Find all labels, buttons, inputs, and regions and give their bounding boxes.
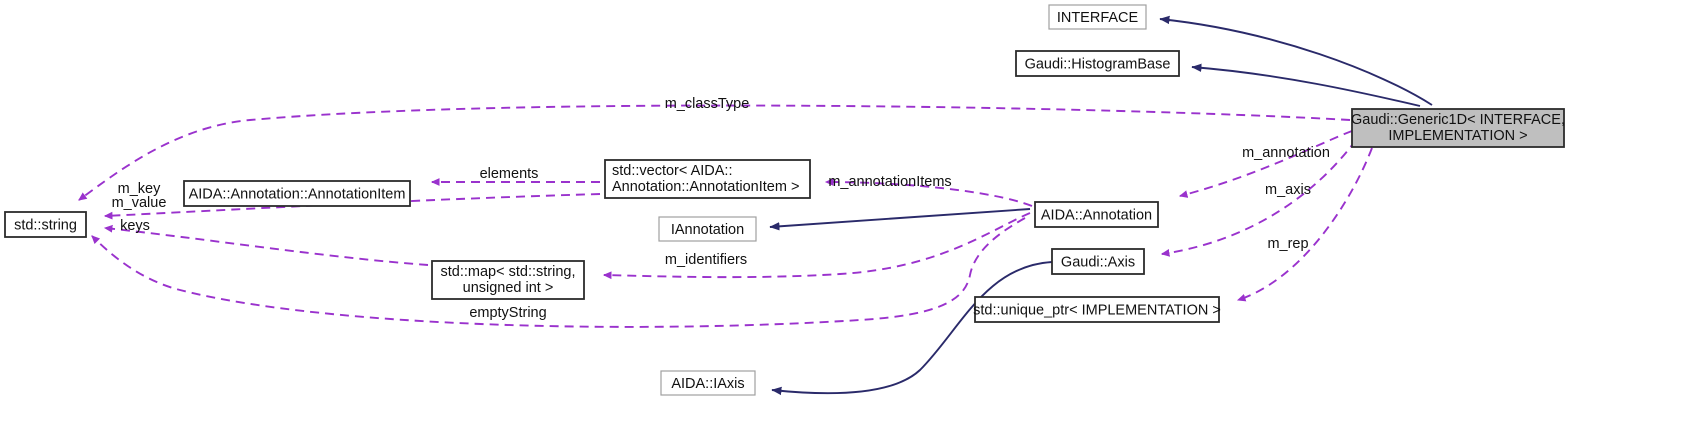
edge-label-m-identifiers: m_identifiers — [665, 252, 747, 268]
edge-m-classtype — [78, 104, 1351, 201]
node-std-vector-label-line2: Annotation::AnnotationItem > — [612, 179, 799, 195]
node-aida-iaxis-label: AIDA::IAxis — [671, 376, 744, 392]
usage-edges — [78, 104, 1373, 328]
node-aida-iaxis[interactable]: AIDA::IAxis — [660, 370, 756, 396]
node-interface-label: INTERFACE — [1057, 10, 1139, 26]
node-std-unique-ptr-implementation[interactable]: std::unique_ptr< IMPLEMENTATION > — [973, 296, 1221, 323]
node-gaudi-axis-label: Gaudi::Axis — [1061, 254, 1135, 270]
edge-label-m-classtype: m_classType — [665, 96, 750, 112]
edge-label-m-rep: m_rep — [1267, 236, 1308, 252]
edge-m-rep — [1236, 147, 1373, 302]
edge-label-emptystring: emptyString — [469, 305, 546, 321]
edge-keys — [103, 224, 429, 266]
node-iannotation[interactable]: IAnnotation — [658, 216, 757, 242]
node-std-vector-annotationitem[interactable]: std::vector< AIDA:: Annotation::Annotati… — [604, 159, 811, 199]
inheritance-edges — [769, 15, 1433, 396]
edge-m-identifiers — [602, 212, 1031, 280]
node-iannotation-label: IAnnotation — [671, 222, 744, 238]
edge-label-m-value: m_value — [112, 195, 167, 211]
edge-interface-to-generic1d — [1159, 15, 1433, 106]
edge-label-m-key: m_key — [118, 181, 161, 197]
node-aida-annotation-annotationitem[interactable]: AIDA::Annotation::AnnotationItem — [183, 180, 411, 207]
node-gaudi-histogrambase[interactable]: Gaudi::HistogramBase — [1015, 50, 1180, 77]
edge-m-axis — [1160, 139, 1357, 257]
node-gaudi-generic1d-label-line1: Gaudi::Generic1D< INTERFACE, — [1351, 112, 1565, 128]
edge-label-m-annotation: m_annotation — [1242, 145, 1330, 161]
node-std-string[interactable]: std::string — [4, 211, 87, 238]
edge-m-annotationitems — [824, 178, 1033, 207]
node-std-vector-label-line1: std::vector< AIDA:: — [612, 163, 732, 179]
edge-label-keys: keys — [120, 218, 150, 234]
node-interface[interactable]: INTERFACE — [1048, 4, 1147, 30]
node-aida-annotation[interactable]: AIDA::Annotation — [1034, 201, 1159, 228]
edge-labels: m_classType m_annotation elements m_anno… — [112, 96, 1330, 321]
node-gaudi-histogrambase-label: Gaudi::HistogramBase — [1025, 56, 1171, 72]
node-std-map-label-line2: unsigned int > — [463, 280, 554, 296]
node-aida-annotationitem-label: AIDA::Annotation::AnnotationItem — [189, 186, 406, 202]
edge-m-annotation — [1178, 130, 1353, 198]
edge-label-m-axis: m_axis — [1265, 182, 1311, 198]
edge-aidaiaxis-to-gaudiaxis — [771, 261, 1053, 396]
edge-histogrambase-to-generic1d — [1191, 63, 1421, 107]
edge-emptystring — [91, 217, 1026, 328]
node-std-string-label: std::string — [14, 217, 77, 233]
edge-label-elements: elements — [480, 166, 539, 182]
node-std-unique-ptr-label: std::unique_ptr< IMPLEMENTATION > — [973, 302, 1221, 318]
node-gaudi-axis[interactable]: Gaudi::Axis — [1051, 248, 1145, 275]
node-std-map-label-line1: std::map< std::string, — [441, 264, 576, 280]
edge-iannotation-to-aidaannotation — [769, 208, 1031, 231]
edge-label-m-annotationitems: m_annotationItems — [828, 174, 951, 190]
node-std-map-string-uint[interactable]: std::map< std::string, unsigned int > — [431, 260, 585, 300]
graph-nodes: INTERFACE Gaudi::HistogramBase Gaudi::Ge… — [4, 4, 1565, 396]
node-aida-annotation-label: AIDA::Annotation — [1041, 207, 1152, 223]
node-gaudi-generic1d-label-line2: IMPLEMENTATION > — [1388, 128, 1527, 144]
node-gaudi-generic1d[interactable]: Gaudi::Generic1D< INTERFACE, IMPLEMENTAT… — [1351, 108, 1565, 148]
